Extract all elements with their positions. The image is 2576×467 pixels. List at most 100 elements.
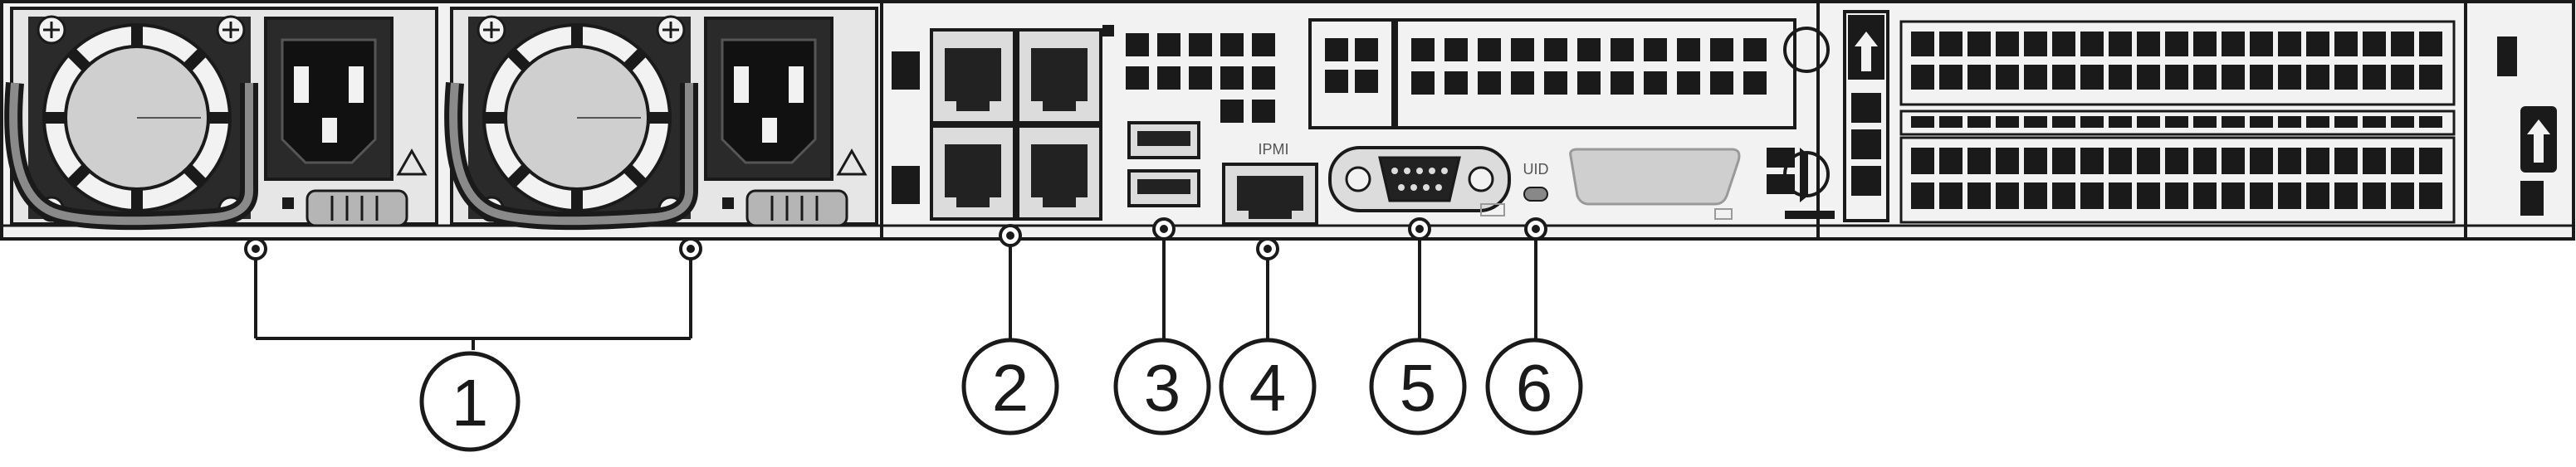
vent-hole <box>2363 148 2386 174</box>
callout-number: 4 <box>1249 351 1287 425</box>
vent-hole <box>2052 32 2075 56</box>
rj45-port-icon[interactable] <box>930 28 1016 124</box>
callout-anchor-dots <box>244 217 1547 260</box>
connector-stack <box>1767 27 1835 219</box>
latch-arrow-icon[interactable] <box>1848 15 1884 80</box>
callout-5: 5 <box>1369 338 1467 435</box>
vent-hole <box>2391 116 2414 128</box>
vent-hole <box>2052 182 2075 209</box>
callout-number: 1 <box>452 366 489 440</box>
vent-hole <box>2391 65 2414 90</box>
vent-hole <box>2250 116 2273 128</box>
vent-hole <box>1939 148 1963 174</box>
vent-hole <box>1939 116 1963 128</box>
callout-6: 6 <box>1485 338 1583 435</box>
vent-hole <box>2109 182 2132 209</box>
lan-ports <box>892 28 1102 221</box>
vent-hole <box>2222 148 2245 174</box>
vent-hole <box>1996 116 2019 128</box>
vent-hole <box>2306 32 2329 56</box>
ac-power-inlet-icon[interactable] <box>704 17 833 181</box>
vent-hole <box>2222 65 2245 90</box>
uid-label: UID <box>1523 161 1549 178</box>
psu-fan-icon <box>468 15 691 222</box>
vent-hole <box>2137 182 2160 209</box>
uid-led: UID <box>1523 161 1549 202</box>
psu-release-latch-icon[interactable] <box>745 189 848 227</box>
vent-hole <box>2419 148 2442 174</box>
vent-hole <box>2109 32 2132 56</box>
vent-hole <box>1967 116 1991 128</box>
usb-ports <box>1127 121 1200 207</box>
vent-hole <box>2419 116 2442 128</box>
usb-port-icon[interactable] <box>1127 169 1200 207</box>
psu-release-latch-icon[interactable] <box>306 189 408 227</box>
vent-hole <box>2080 182 2104 209</box>
vent-hole <box>2193 65 2217 90</box>
vent-hole <box>2391 182 2414 209</box>
vent-hole <box>2250 148 2273 174</box>
vent-hole <box>2080 116 2104 128</box>
vent-hole <box>2052 148 2075 174</box>
vent-hole <box>2419 182 2442 209</box>
vent-hole <box>2419 32 2442 56</box>
vent-hole <box>2363 182 2386 209</box>
vent-hole <box>2193 182 2217 209</box>
vent-hole <box>1996 32 2019 56</box>
vent-hole <box>1911 32 1934 56</box>
vent-hole <box>2306 65 2329 90</box>
vent-hole <box>2193 32 2217 56</box>
rj45-port-icon[interactable] <box>1222 163 1318 226</box>
vent-hole <box>2193 116 2217 128</box>
callout-4: 4 <box>1219 338 1317 435</box>
callout-1: 1 <box>419 351 521 452</box>
vga-cover <box>1569 148 1741 220</box>
vent-hole <box>2109 116 2132 128</box>
vent-hole <box>2278 116 2301 128</box>
callout-3: 3 <box>1113 338 1211 435</box>
vent-hole <box>2080 65 2104 90</box>
vent-hole <box>2024 116 2047 128</box>
rj45-port-icon[interactable] <box>1016 124 1102 221</box>
vent-hole <box>1911 148 1934 174</box>
vent-hole <box>2165 148 2188 174</box>
vent-hole <box>2109 148 2132 174</box>
vent-hole <box>2250 65 2273 90</box>
callout-number: 2 <box>992 351 1029 425</box>
vent-hole <box>1967 148 1991 174</box>
rj45-port-icon[interactable] <box>930 124 1016 221</box>
right-latch <box>2497 36 2557 216</box>
callout-number: 3 <box>1144 351 1181 425</box>
vent-hole <box>2024 182 2047 209</box>
vent-hole <box>2137 116 2160 128</box>
vent-hole <box>2391 32 2414 56</box>
callout-number: 5 <box>1400 351 1437 425</box>
vent-hole <box>2363 116 2386 128</box>
vent-hole <box>2165 182 2188 209</box>
latch-arrow-icon[interactable] <box>2520 106 2557 173</box>
ipmi-port: IPMI <box>1222 141 1318 226</box>
power-supply-2 <box>444 7 878 231</box>
vent-hole <box>2137 148 2160 174</box>
ac-power-inlet-icon[interactable] <box>264 17 393 181</box>
uid-button-icon[interactable] <box>1523 187 1548 202</box>
vent-hole <box>2222 116 2245 128</box>
psu-fan-icon <box>28 15 251 222</box>
vent-hole <box>1996 148 2019 174</box>
rj45-port-icon[interactable] <box>1016 28 1102 124</box>
vent-hole <box>1939 32 1963 56</box>
power-supply-1 <box>4 7 438 231</box>
vent-hole <box>2363 32 2386 56</box>
vent-hole <box>1939 182 1963 209</box>
vent-hole <box>2250 182 2273 209</box>
warning-triangle-icon <box>836 148 868 176</box>
vent-hole <box>2306 116 2329 128</box>
usb-port-icon[interactable] <box>1127 121 1200 159</box>
vent-hole <box>2165 32 2188 56</box>
vent-hole <box>2363 65 2386 90</box>
db9-serial-port-icon[interactable] <box>1378 156 1461 202</box>
vent-hole <box>2137 32 2160 56</box>
vent-hole <box>1967 182 1991 209</box>
vent-hole <box>2278 32 2301 56</box>
vent-hole <box>1939 65 1963 90</box>
